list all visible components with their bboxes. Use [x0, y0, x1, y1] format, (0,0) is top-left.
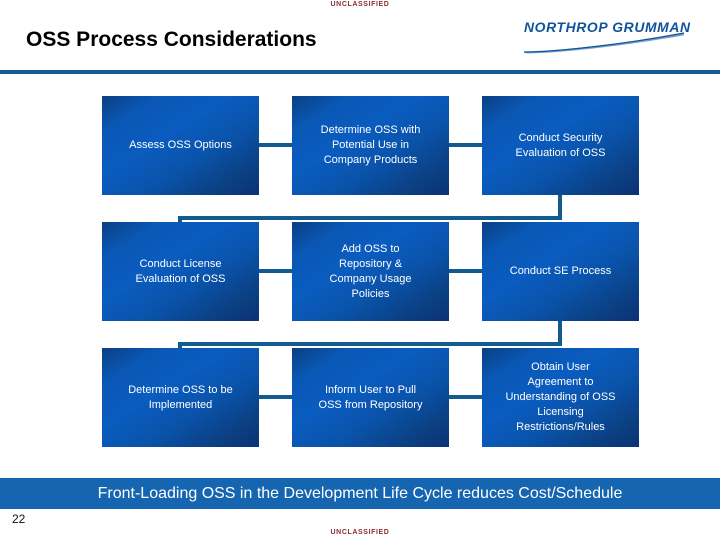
node-line: Evaluation of OSS: [135, 272, 226, 285]
node-line: Company Products: [323, 154, 418, 166]
flow-node-conduct-se-process[interactable]: Conduct SE Process: [482, 222, 639, 321]
node-line: Policies: [351, 287, 390, 300]
logo-wordmark: NORTHROP GRUMMAN: [524, 20, 691, 35]
node-line: OSS from Repository: [318, 398, 423, 411]
node-line: Add OSS to: [341, 242, 400, 255]
footer-banner: Front-Loading OSS in the Development Lif…: [0, 478, 720, 509]
flow-node-obtain-user-agreement[interactable]: Obtain User Agreement to Understanding o…: [482, 348, 639, 447]
node-line: Restrictions/Rules: [516, 421, 605, 433]
node-line: Licensing: [537, 406, 584, 418]
flow-node-inform-user-to-pull-oss[interactable]: Inform User to Pull OSS from Repository: [292, 348, 449, 447]
flow-node-add-oss-to-repository[interactable]: Add OSS to Repository & Company Usage Po…: [292, 222, 449, 321]
northrop-grumman-logo: NORTHROP GRUMMAN: [516, 20, 690, 54]
flow-node-assess-oss-options[interactable]: Assess OSS Options: [102, 96, 259, 195]
page-number: 22: [12, 512, 26, 526]
connector-r2c3-down: [558, 321, 562, 346]
flow-node-conduct-security-evaluation[interactable]: Conduct Security Evaluation of OSS: [482, 96, 639, 195]
node-line: Determine OSS to be: [128, 383, 233, 396]
node-line: Conduct Security: [518, 131, 603, 144]
flow-node-determine-oss-potential-use[interactable]: Determine OSS with Potential Use in Comp…: [292, 96, 449, 195]
node-line: Evaluation of OSS: [515, 146, 606, 159]
logo-swoosh-icon: [523, 32, 685, 54]
connector-r1-r2-horizontal: [178, 216, 562, 220]
node-line: Inform User to Pull: [324, 383, 417, 396]
flow-node-conduct-license-evaluation[interactable]: Conduct License Evaluation of OSS: [102, 222, 259, 321]
node-line: Conduct SE Process: [509, 265, 612, 277]
connector-r2-r3-horizontal: [178, 342, 562, 346]
connector-r1-c1-c2: [259, 143, 292, 147]
header-divider: [0, 70, 720, 74]
node-line: Implemented: [148, 398, 213, 411]
node-line: Assess OSS Options: [129, 139, 232, 151]
node-line: Agreement to: [527, 376, 594, 388]
flow-node-determine-oss-to-be-implemented[interactable]: Determine OSS to be Implemented: [102, 348, 259, 447]
connector-r3-c2-c3: [449, 395, 482, 399]
node-line: Repository &: [339, 257, 402, 270]
node-line: Company Usage: [329, 272, 412, 285]
connector-r1-c2-c3: [449, 143, 482, 147]
node-line: Potential Use in: [331, 139, 410, 151]
connector-r3-c1-c2: [259, 395, 292, 399]
connector-r2-c1-c2: [259, 269, 292, 273]
footer-message: Front-Loading OSS in the Development Lif…: [97, 484, 623, 502]
node-line: Understanding of OSS: [505, 391, 616, 403]
node-line: Determine OSS with: [320, 124, 421, 136]
classification-banner-top: UNCLASSIFIED: [330, 1, 390, 8]
connector-r2-c2-c3: [449, 269, 482, 273]
connector-r1c3-down: [558, 195, 562, 220]
classification-banner-bottom: UNCLASSIFIED: [330, 529, 390, 536]
page-title: OSS Process Considerations: [26, 28, 317, 51]
node-line: Conduct License: [139, 257, 222, 270]
node-line: Obtain User: [531, 361, 590, 373]
